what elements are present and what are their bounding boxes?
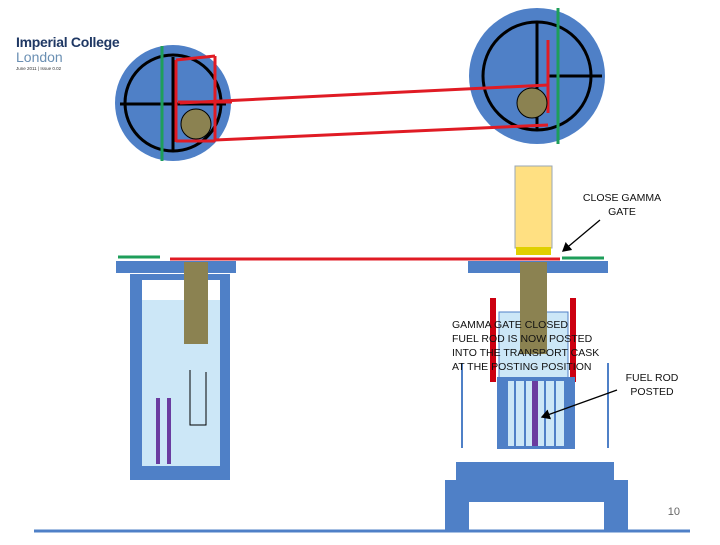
page-number: 10 [667, 506, 680, 518]
label-line: GAMMA GATE CLOSED [452, 319, 568, 331]
label-line: INTO THE TRANSPORT CASK [452, 347, 600, 359]
gamma-gate-closed-label: GAMMA GATE CLOSED FUEL ROD IS NOW POSTED… [452, 318, 600, 374]
label-line: CLOSE GAMMA [582, 192, 662, 204]
fuel-rod-posted-label: FUEL ROD POSTED [616, 371, 688, 399]
fuel-rod-arrow [540, 389, 618, 420]
label-line: FUEL ROD [625, 372, 679, 384]
transport-cask [445, 262, 628, 530]
gamma-gate [514, 165, 553, 255]
logo-london: London [16, 49, 63, 65]
left-pulley-wheel [115, 45, 232, 161]
right-pulley-wheel [469, 8, 605, 144]
close-gate-arrow [562, 219, 601, 252]
date-issue: June 2011 | Issue 0.02 [16, 66, 62, 71]
label-line: GATE [608, 206, 636, 218]
left-storage-pool [130, 262, 230, 480]
label-line: AT THE POSTING POSITION [452, 361, 592, 373]
logo-imperial-college: Imperial College [16, 34, 120, 50]
label-line: FUEL ROD IS NOW POSTED [452, 333, 593, 345]
pulley-cable [175, 54, 549, 142]
label-line: POSTED [630, 386, 674, 398]
close-gamma-gate-label: CLOSE GAMMA GATE [576, 191, 668, 219]
